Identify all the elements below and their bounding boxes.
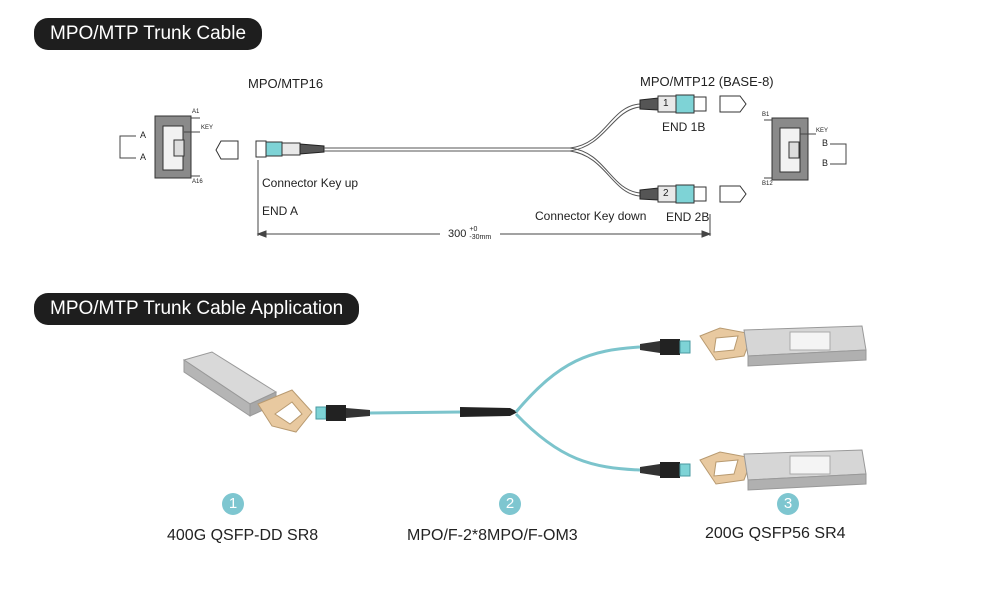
key-down-label: Connector Key down bbox=[535, 209, 647, 223]
mpo-input-connector bbox=[315, 405, 370, 421]
right-polarity-bracket bbox=[830, 143, 847, 165]
mpo-output-connector-upper bbox=[640, 339, 691, 355]
polarity-b-lower: B bbox=[822, 158, 829, 168]
item-3-number: 3 bbox=[777, 493, 799, 515]
trunk-cable-application-title: MPO/MTP Trunk Cable Application bbox=[34, 293, 360, 325]
plug-2-number: 2 bbox=[663, 188, 669, 199]
pin-a1-label: A1 bbox=[192, 109, 200, 115]
mpo-output-connector-lower bbox=[640, 462, 691, 478]
polarity-a-upper: A bbox=[140, 130, 147, 140]
breakout-leg-lower bbox=[514, 412, 641, 472]
end-1b-label: END 1B bbox=[662, 120, 706, 134]
item-2-number: 2 bbox=[499, 493, 521, 515]
tolerance-minus: -30mm bbox=[469, 234, 492, 241]
key-left-label: KEY bbox=[201, 125, 214, 131]
end-2b-dust-cap bbox=[719, 185, 747, 203]
end-1b-connector bbox=[639, 94, 707, 114]
qsfp-dd-transceiver bbox=[182, 351, 313, 433]
end-a-connector bbox=[255, 140, 325, 158]
tolerance-plus: +0 bbox=[469, 226, 478, 233]
trunk-cable-title: MPO/MTP Trunk Cable bbox=[34, 18, 263, 50]
right-connector-face bbox=[764, 117, 816, 181]
polarity-a-lower: A bbox=[140, 152, 147, 162]
left-dust-cap bbox=[215, 140, 239, 160]
item-1-label: 400G QSFP-DD SR8 bbox=[167, 527, 319, 544]
qsfp56-transceiver-upper bbox=[699, 325, 867, 367]
left-polarity-bracket bbox=[119, 135, 136, 159]
end-2b-connector bbox=[639, 184, 707, 204]
left-connector-face bbox=[154, 115, 200, 179]
pin-b1-label: B1 bbox=[762, 112, 770, 118]
trunk-cable bbox=[369, 410, 463, 415]
breakout-leg-upper bbox=[514, 345, 641, 413]
item-1-number: 1 bbox=[222, 493, 244, 515]
length-number: 300 bbox=[448, 228, 467, 240]
pin-a16-label: A16 bbox=[192, 179, 203, 185]
end-b-connector-type: MPO/MTP12 (BASE-8) bbox=[640, 74, 774, 89]
end-a-label: END A bbox=[262, 204, 299, 218]
key-up-label: Connector Key up bbox=[262, 176, 359, 190]
breakout-boot bbox=[460, 407, 518, 417]
length-dimension bbox=[256, 160, 712, 238]
key-right-label: KEY bbox=[816, 128, 829, 134]
item-2-label: MPO/F-2*8MPO/F-OM3 bbox=[407, 527, 578, 544]
pin-b12-label: B12 bbox=[762, 181, 773, 187]
end-1b-dust-cap bbox=[719, 95, 747, 113]
trunk-cable-lines bbox=[324, 103, 641, 197]
end-2b-label: END 2B bbox=[666, 210, 710, 224]
length-value: 300 +0 -30mm bbox=[448, 226, 499, 241]
polarity-b-upper: B bbox=[822, 138, 829, 148]
plug-1-number: 1 bbox=[663, 98, 669, 109]
qsfp56-transceiver-lower bbox=[699, 449, 867, 491]
item-3-label: 200G QSFP56 SR4 bbox=[705, 525, 846, 542]
end-a-connector-type: MPO/MTP16 bbox=[248, 76, 324, 91]
